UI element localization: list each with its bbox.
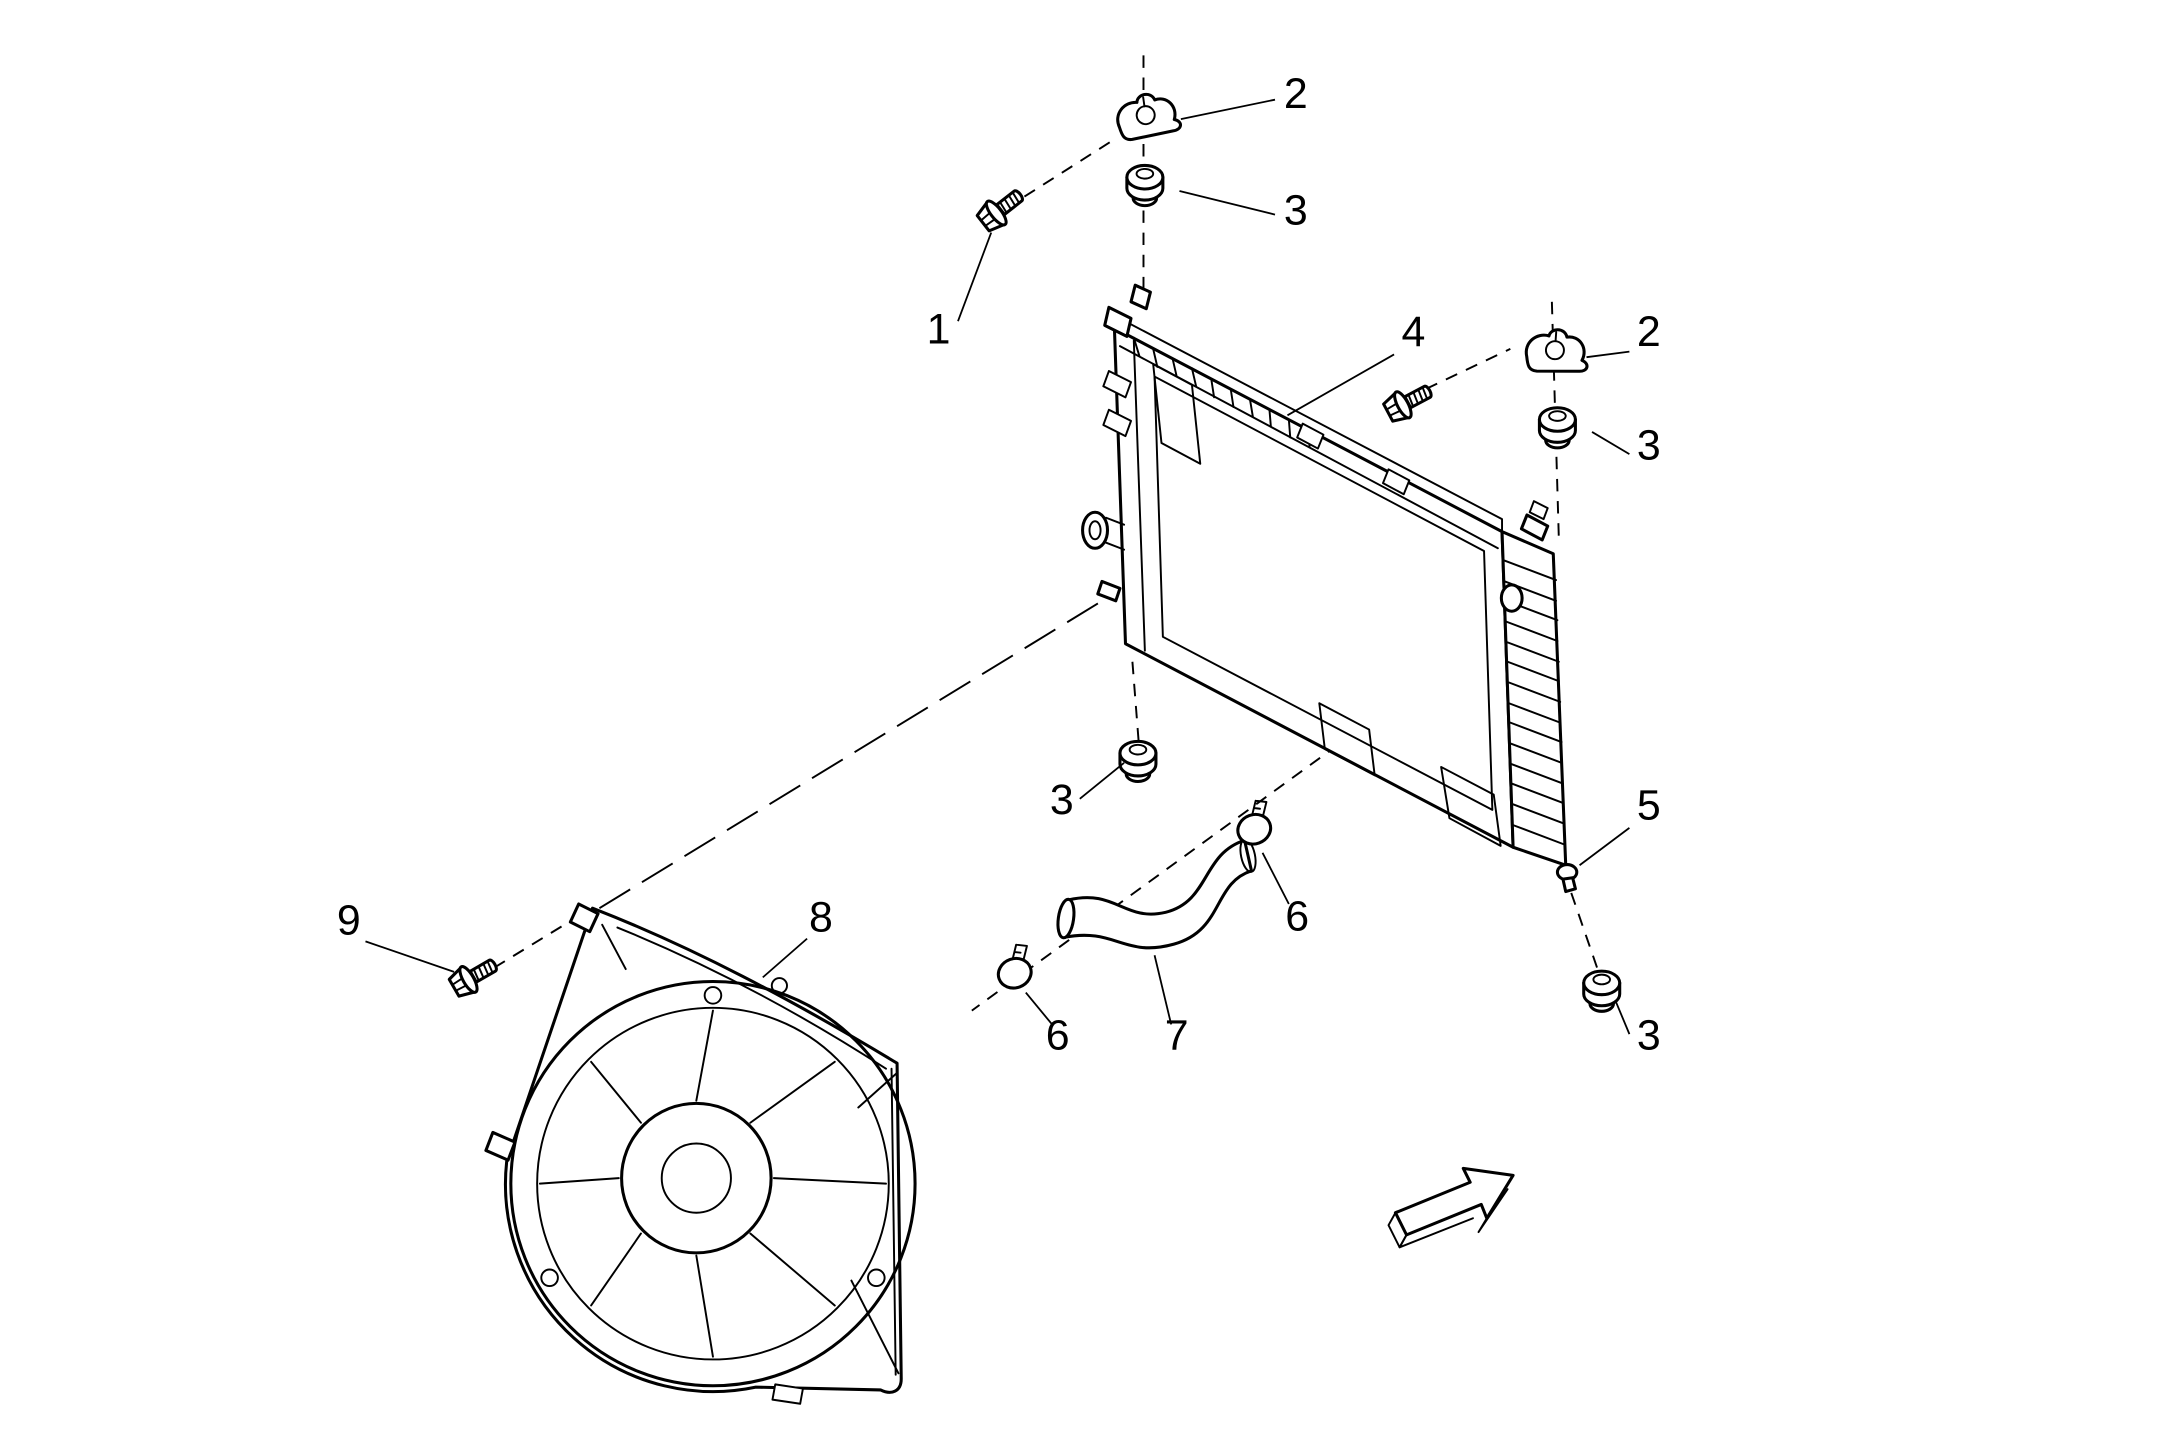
retainer-clip-upper [1113, 88, 1184, 143]
mounting-bolt-upper-right [1379, 376, 1439, 427]
leader-line-4 [1287, 353, 1395, 417]
fan-shroud-spokes [538, 1009, 887, 1358]
leader-line-3 [1179, 190, 1276, 216]
retainer-clip-right [1523, 326, 1591, 377]
callout-number-2: 2 [1284, 70, 1308, 118]
grommet-lower-left [1118, 739, 1158, 784]
radiator-hose [1056, 838, 1257, 950]
leader-line-2 [1586, 350, 1630, 359]
mounting-bolt-9 [445, 950, 504, 1002]
grommet-right [1537, 406, 1577, 450]
leader-line-7 [1153, 955, 1173, 1025]
leader-line-1 [957, 232, 993, 322]
callout-number-7: 7 [1165, 1011, 1189, 1059]
leader-line-6 [1025, 992, 1053, 1026]
callout-number-3: 3 [1637, 422, 1661, 470]
callout-number-1: 1 [927, 305, 951, 353]
callout-number-3: 3 [1284, 186, 1308, 234]
radiator-header-fins [1132, 336, 1311, 449]
drain-cock [1555, 863, 1579, 894]
callout-number-8: 8 [809, 894, 833, 942]
leader-line-5 [1579, 827, 1630, 866]
callout-number-3: 3 [1637, 1011, 1661, 1059]
callout-number-6: 6 [1046, 1011, 1070, 1059]
leader-line-6 [1261, 852, 1290, 905]
grommet-lower-right [1582, 969, 1622, 1013]
callout-number-4: 4 [1402, 308, 1426, 356]
leader-line-3 [1079, 762, 1125, 800]
callout-number-9: 9 [337, 896, 361, 944]
callout-labels: 1 2 3 4 2 3 3 5 6 7 6 8 9 3 [337, 70, 1661, 1059]
leader-line-8 [762, 937, 808, 979]
fan-shroud [484, 902, 917, 1405]
callout-number-3: 3 [1050, 776, 1074, 824]
hose-clamp-right [1228, 795, 1281, 851]
callout-number-2: 2 [1637, 308, 1661, 356]
leader-line-9 [365, 940, 455, 973]
radiator [1081, 283, 1568, 867]
leader-line-3 [1591, 431, 1630, 455]
callout-number-6: 6 [1285, 892, 1309, 940]
mounting-bolt-1 [972, 181, 1031, 237]
leader-line-2 [1180, 98, 1276, 120]
callout-number-5: 5 [1637, 782, 1661, 830]
leader-line-3 [1614, 1000, 1631, 1035]
grommet-upper [1125, 163, 1165, 208]
direction-arrow [1387, 1166, 1515, 1249]
right-tank-ribs [1503, 559, 1566, 846]
